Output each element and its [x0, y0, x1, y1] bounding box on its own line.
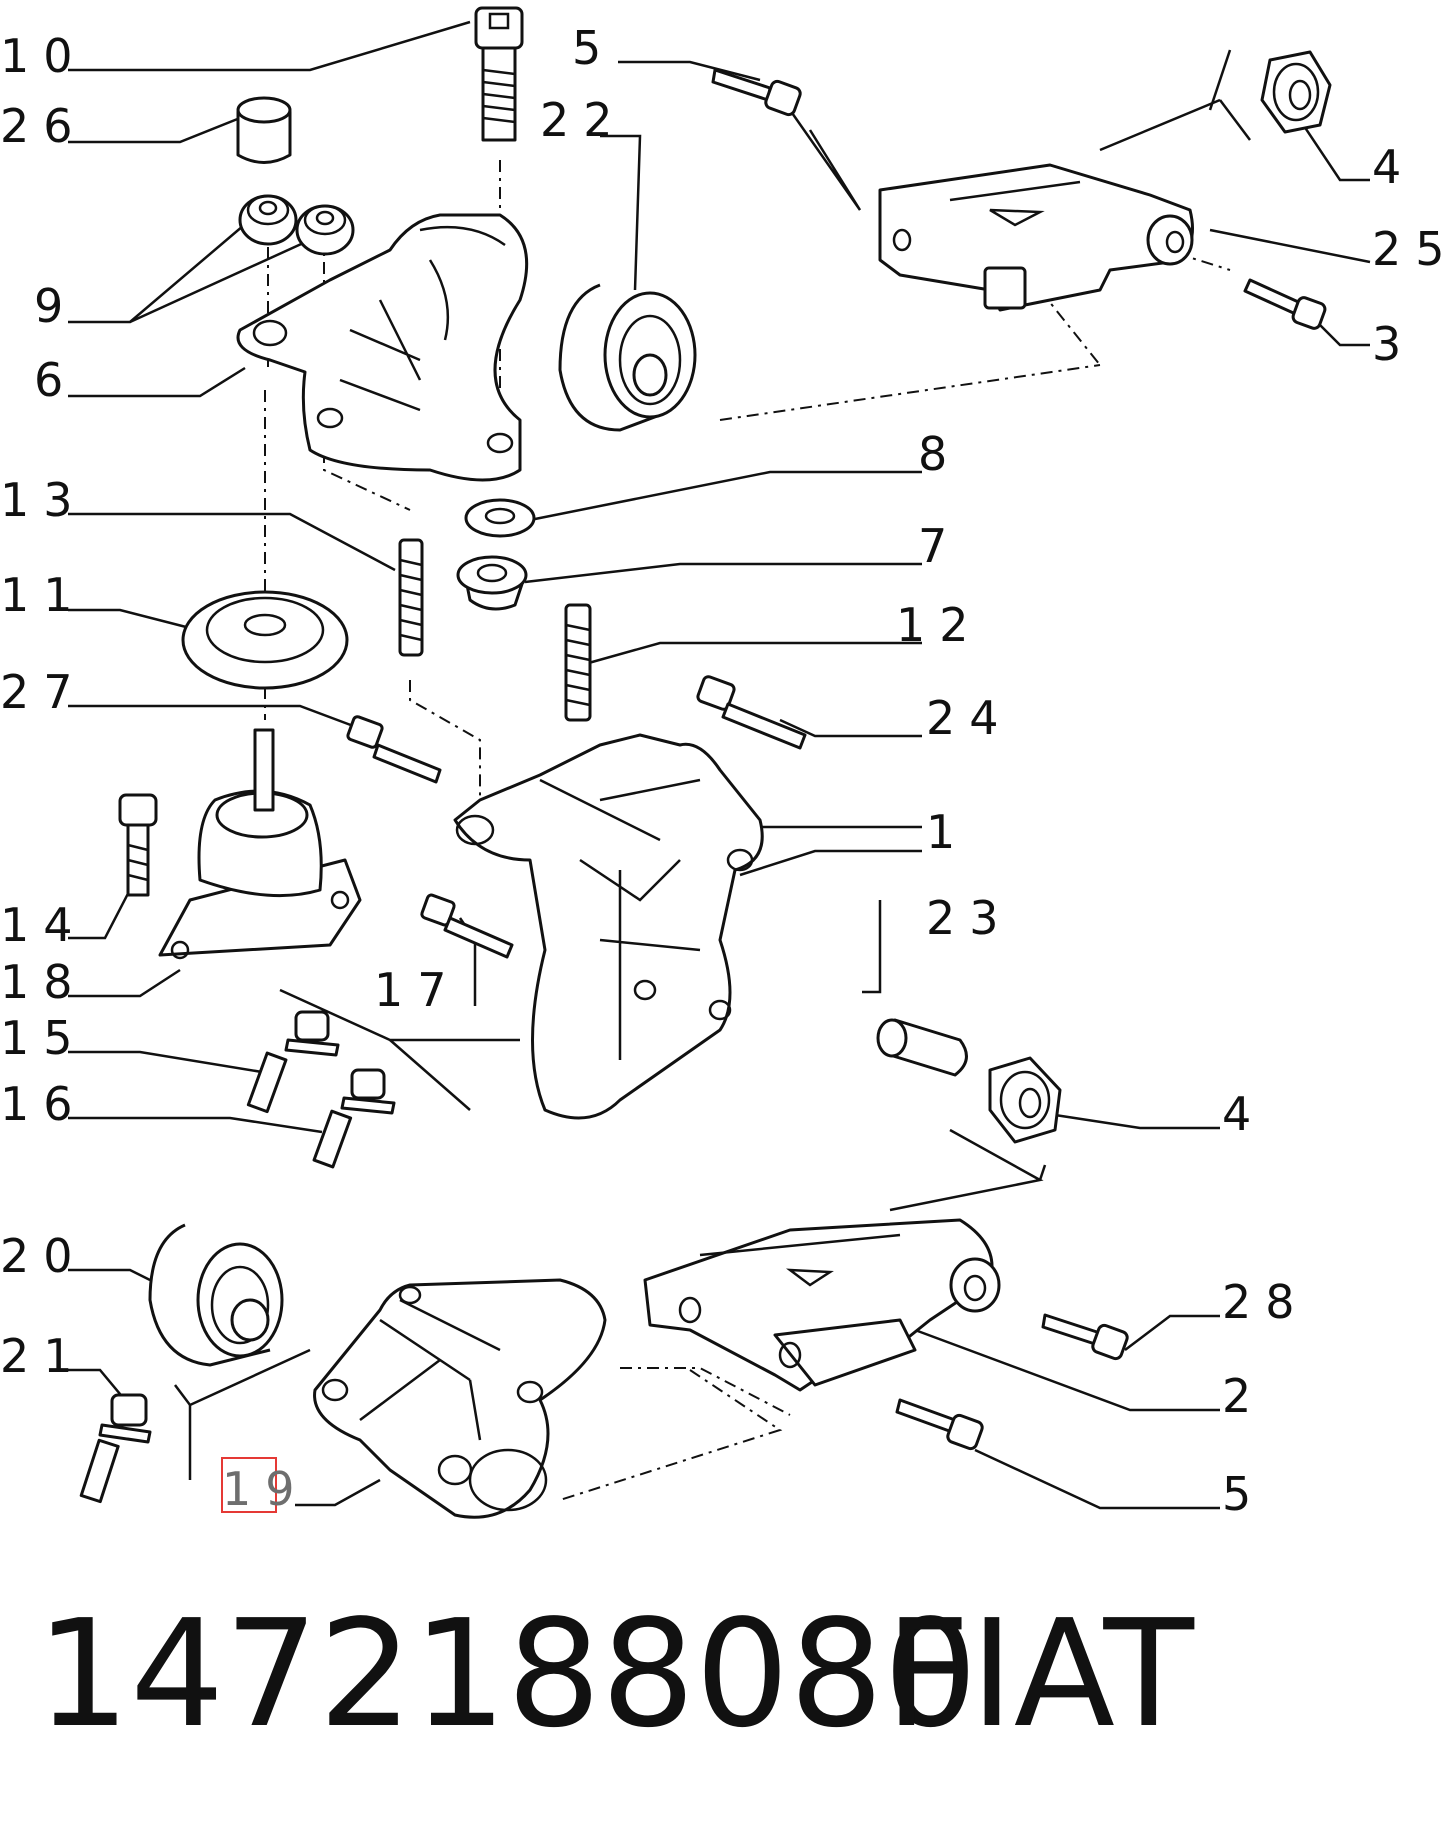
callout-15: 15: [0, 1011, 87, 1065]
callout-17: 17: [374, 963, 461, 1017]
stud-13: [398, 538, 424, 657]
bracket-1: [453, 733, 764, 1120]
callout-3: 3: [1372, 317, 1415, 371]
callout-7: 7: [918, 519, 961, 573]
bolt-15: [246, 1010, 340, 1114]
sleeve-26: [236, 96, 292, 164]
mount-18: [158, 728, 362, 960]
dish-11: [181, 590, 349, 690]
bushing-20: [148, 1223, 284, 1367]
callout-16: 16: [0, 1077, 87, 1131]
callout-14: 14: [0, 898, 87, 952]
callout-12: 12: [896, 598, 983, 652]
sleeve-23: [876, 1018, 968, 1077]
bracket-6: [236, 213, 529, 482]
callout-1: 1: [926, 805, 969, 859]
callout-13: 13: [0, 473, 87, 527]
callout-5-bottom: 5: [1222, 1467, 1265, 1521]
bolt-21: [79, 1393, 152, 1504]
callout-19-highlight: [221, 1457, 277, 1513]
callout-19: 19: [222, 1462, 309, 1516]
callout-23: 23: [926, 891, 1013, 945]
callout-22: 22: [540, 93, 627, 147]
callout-labels: 10 26 9 6 13 11 27 14 18 15 16 20 21 19 …: [0, 21, 1442, 1521]
nut-7: [456, 555, 528, 611]
stud-24: [696, 675, 807, 750]
stud-12: [564, 603, 592, 722]
callout-24: 24: [926, 691, 1013, 745]
callout-28: 28: [1222, 1275, 1309, 1329]
part-number: 1472188080: [36, 1588, 978, 1760]
bolt-3: [1243, 278, 1327, 330]
callout-26: 26: [0, 99, 87, 153]
nut-4-top: [1260, 50, 1332, 134]
callout-8: 8: [918, 427, 961, 481]
callout-5-top: 5: [572, 21, 615, 75]
callout-4-top: 4: [1372, 140, 1415, 194]
callout-18: 18: [0, 955, 87, 1009]
callout-27: 27: [0, 665, 87, 719]
callout-4-bottom: 4: [1222, 1087, 1265, 1141]
callout-20: 20: [0, 1229, 87, 1283]
brand-name: FIAT: [885, 1588, 1195, 1760]
stud-17: [420, 893, 514, 959]
arm-2: [643, 1218, 1001, 1392]
callout-9: 9: [34, 279, 77, 333]
callout-25: 25: [1372, 222, 1442, 276]
callout-2: 2: [1222, 1369, 1265, 1423]
bolt-16: [312, 1068, 396, 1169]
bolt-14: [118, 793, 158, 897]
bolt-10: [474, 6, 524, 142]
callout-11: 11: [0, 568, 87, 622]
nut-9-left: [238, 194, 298, 246]
bracket-19: [313, 1278, 607, 1519]
arm-25: [878, 163, 1194, 312]
bolt-28: [1041, 1313, 1129, 1361]
callout-6: 6: [34, 353, 77, 407]
washer-8: [464, 498, 536, 538]
nut-4-bottom: [988, 1056, 1062, 1144]
bolt-5-bottom: [895, 1398, 984, 1451]
callout-21: 21: [0, 1329, 87, 1383]
callout-10: 10: [0, 29, 87, 83]
bushing-22: [558, 283, 697, 432]
bolt-5-top: [711, 68, 802, 117]
nut-9-right: [295, 204, 355, 256]
stud-27: [346, 715, 442, 784]
